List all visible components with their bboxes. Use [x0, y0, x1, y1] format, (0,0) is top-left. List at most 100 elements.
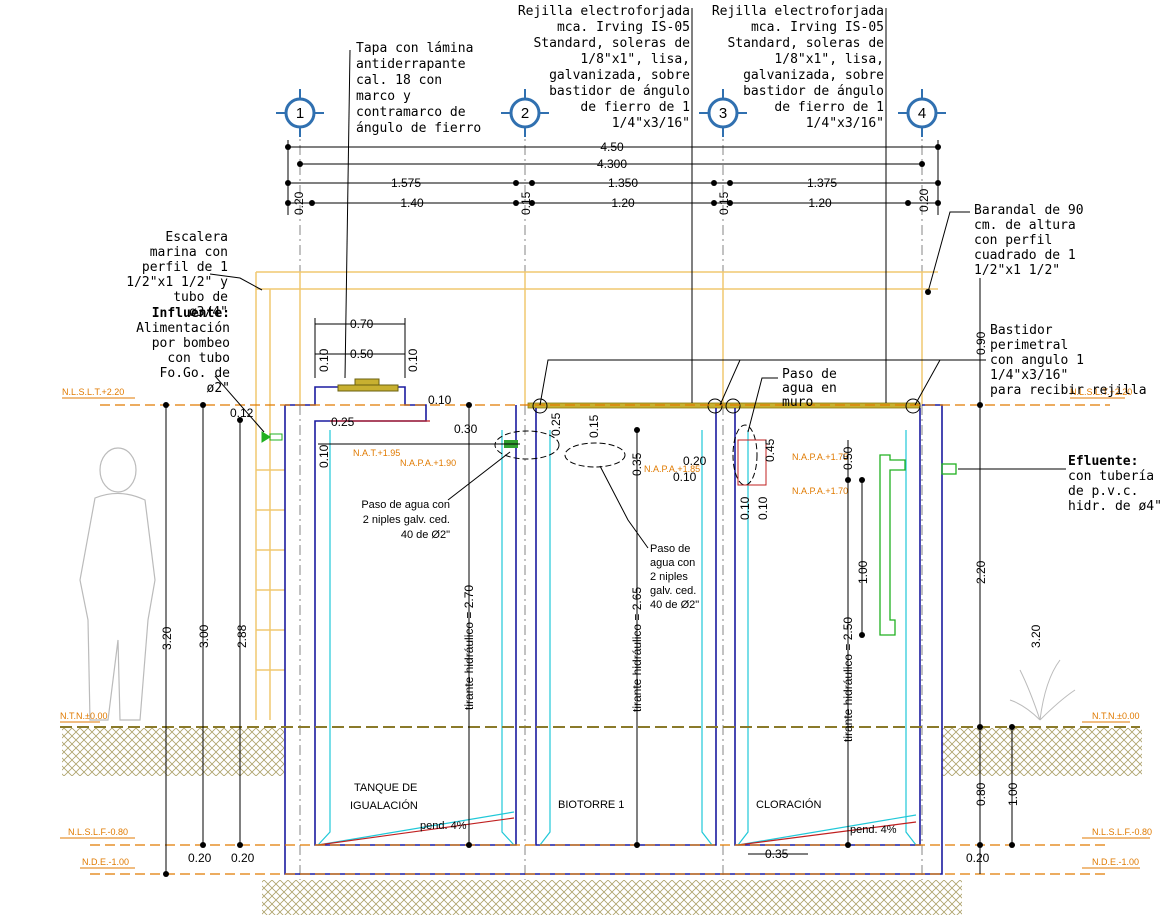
level-napa-170: N.A.P.A.+1.70 — [792, 486, 848, 496]
dim-100-pipe: 1.00 — [856, 560, 870, 584]
svg-text:Efluente:: Efluente: — [1068, 454, 1138, 469]
axis-bubble-2: 2 — [501, 89, 549, 137]
level-nde-right: N.D.E.-1.00 — [1092, 857, 1139, 867]
svg-text:Alimentación: Alimentación — [136, 321, 230, 336]
svg-text:galvanizada, sobre: galvanizada, sobre — [743, 68, 884, 83]
axis-label-4: 4 — [918, 105, 926, 122]
svg-text:mca. Irving IS-05: mca. Irving IS-05 — [557, 20, 690, 35]
axis-bubble-3: 3 — [699, 89, 747, 137]
dim-070: 0.70 — [350, 317, 374, 331]
tank-label-3: CLORACIÓN — [756, 798, 821, 811]
dim-020-b: 0.20 — [231, 851, 255, 865]
ground-hatch-right — [942, 728, 1142, 776]
svg-text:cm. de altura: cm. de altura — [974, 218, 1076, 233]
svg-text:2 niples: 2 niples — [650, 571, 688, 583]
level-nlslf-right: N.L.S.L.F.-0.80 — [1092, 827, 1152, 837]
tirante-1: tirante hidráulico = 2.70 — [462, 585, 476, 710]
dim-010-f: 0.10 — [756, 496, 770, 520]
dim-010-c: 0.10 — [428, 393, 452, 407]
svg-text:contramarco de: contramarco de — [356, 105, 466, 120]
note-rejilla-1: Rejilla electroforjada mca. Irving IS-05… — [518, 4, 693, 403]
note-paso-1: Paso de agua con 2 niples galv. ced. 40 … — [361, 451, 511, 541]
svg-text:galv. ced.: galv. ced. — [650, 585, 696, 597]
influent-pipe — [261, 431, 283, 443]
vertical-dims — [165, 278, 1013, 874]
note-rejilla-2: Rejilla electroforjada mca. Irving IS-05… — [712, 4, 887, 403]
svg-text:cal. 18 con: cal. 18 con — [356, 73, 442, 88]
dim-010-b: 0.10 — [406, 348, 420, 372]
slope-label-2: pend. 4% — [850, 824, 897, 836]
svg-text:ángulo de fierro: ángulo de fierro — [356, 121, 481, 136]
axis-bubble-4: 4 — [898, 89, 946, 137]
axis-label-2: 2 — [521, 105, 529, 122]
dim-015: 0.15 — [587, 414, 601, 438]
tank-label-1a: TANQUE DE — [354, 782, 417, 794]
svg-text:con angulo 1: con angulo 1 — [990, 353, 1084, 368]
note-paso-muro: Paso de agua en muro — [747, 367, 837, 433]
person-silhouette — [79, 447, 156, 721]
grating-supports — [532, 398, 921, 414]
note-barandal: Barandal de 90 cm. de altura con perfil … — [925, 203, 1084, 295]
water-liners — [317, 430, 917, 846]
svg-text:Rejilla electroforjada: Rejilla electroforjada — [518, 4, 690, 19]
svg-text:Tapa con lámina: Tapa con lámina — [356, 41, 473, 56]
dim-inner: 4.300 — [597, 157, 627, 171]
dim-012: 0.12 — [230, 406, 254, 420]
dim-100: 1.00 — [1006, 782, 1020, 806]
axis-bubble-1: 1 — [276, 89, 324, 137]
dim-010-e: 0.10 — [738, 496, 752, 520]
dim-overall: 4.50 — [600, 140, 624, 154]
svg-text:Paso de: Paso de — [782, 367, 837, 382]
svg-text:Fo.Go. de: Fo.Go. de — [160, 366, 231, 381]
svg-text:para recibir rejilla: para recibir rejilla — [990, 383, 1147, 398]
top-dimensions — [287, 140, 939, 215]
dim-220: 2.20 — [974, 560, 988, 584]
tirante-3: tirante hidráulico = 2.50 — [841, 617, 855, 742]
vertical-dim-dots — [163, 402, 1015, 877]
svg-text:Standard, soleras de: Standard, soleras de — [533, 36, 690, 51]
level-ntn-left: N.T.N.±0.00 — [60, 711, 107, 721]
note-efluente: Efluente: con tubería de p.v.c. hidr. de… — [958, 454, 1162, 514]
railing — [255, 271, 938, 720]
svg-text:de fierro de 1: de fierro de 1 — [580, 100, 690, 115]
top-dim-dots — [285, 144, 941, 206]
level-nlslt-left: N.L.S.L.T.+2.20 — [62, 387, 124, 397]
dim-090: 0.90 — [974, 331, 988, 355]
axis-label-1: 1 — [296, 105, 304, 122]
svg-text:Paso de agua con: Paso de agua con — [361, 499, 450, 511]
effluent-pipe — [879, 454, 957, 636]
dim-320-left: 3.20 — [160, 626, 174, 650]
level-markers — [60, 397, 1150, 869]
dim-clear-3: 1.20 — [808, 196, 832, 210]
note-paso-2: Paso de agua con 2 niples galv. ced. 40 … — [599, 465, 699, 611]
floor-slope — [317, 817, 917, 846]
tirante-2: tirante hidráulico = 2.65 — [630, 587, 644, 712]
svg-text:1/8"x1", lisa,: 1/8"x1", lisa, — [774, 52, 884, 67]
level-nat: N.A.T.+1.95 — [353, 448, 400, 458]
svg-text:Escalera: Escalera — [165, 230, 228, 245]
svg-text:muro: muro — [782, 395, 813, 410]
axis-label-3: 3 — [719, 105, 727, 122]
svg-text:hidr. de ø4": hidr. de ø4" — [1068, 499, 1162, 514]
pass-pipe-1 — [494, 430, 560, 460]
svg-text:Standard, soleras de: Standard, soleras de — [727, 36, 884, 51]
svg-text:Bastidor: Bastidor — [990, 323, 1053, 338]
note-influente: Influente: Alimentación por bombeo con t… — [136, 306, 265, 433]
dim-050-b: 0.50 — [841, 446, 855, 470]
svg-text:1/4"x3/16": 1/4"x3/16" — [612, 116, 690, 131]
dim-030: 0.30 — [454, 422, 478, 436]
ground-hatch-bottom — [262, 880, 962, 915]
dim-300: 3.00 — [197, 624, 211, 648]
svg-text:con tubo: con tubo — [167, 351, 230, 366]
dim-020-a: 0.20 — [188, 851, 212, 865]
svg-text:1/2"x1 1/2" y: 1/2"x1 1/2" y — [126, 275, 228, 290]
svg-text:con perfil: con perfil — [974, 233, 1052, 248]
svg-text:de fierro de 1: de fierro de 1 — [774, 100, 884, 115]
dim-wall-3: 0.15 — [717, 191, 731, 215]
svg-text:ø2": ø2" — [207, 381, 230, 396]
level-nlslf-left: N.L.S.L.F.-0.80 — [68, 827, 128, 837]
ground-hatch-left — [62, 728, 284, 776]
svg-text:perfil de 1: perfil de 1 — [142, 260, 228, 275]
svg-text:Influente:: Influente: — [152, 306, 230, 321]
